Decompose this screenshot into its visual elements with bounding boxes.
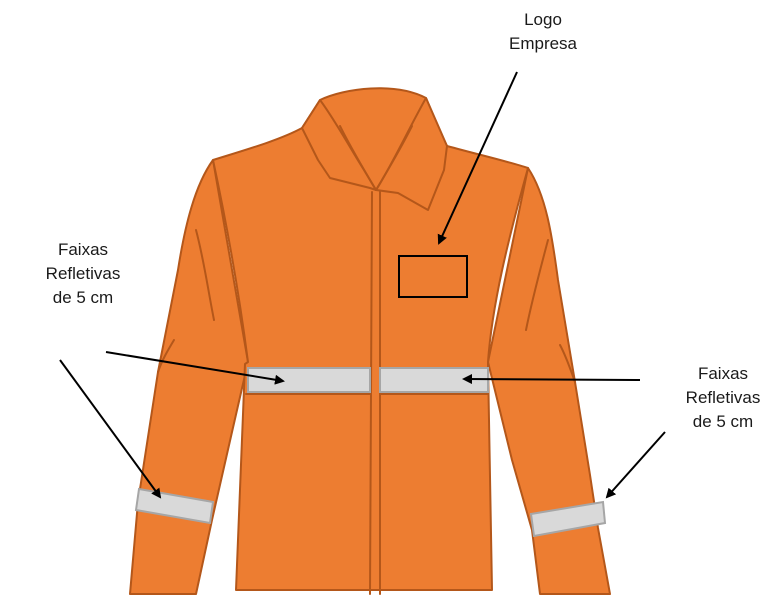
reflective-label-left-line2: Refletivas [28,262,138,286]
reflective-label-right-line2: Refletivas [668,386,778,410]
reflective-label-right-line1: Faixas [668,362,778,386]
logo-label-line1: Logo [488,8,598,32]
arrow-left-cuff [60,360,160,497]
arrow-right-chest [464,379,640,380]
reflective-band-chest-left [248,368,370,392]
logo-label-line2: Empresa [488,32,598,56]
logo-label: Logo Empresa [488,8,598,56]
reflective-label-right: Faixas Refletivas de 5 cm [668,362,778,434]
reflective-label-left-line1: Faixas [28,238,138,262]
reflective-label-left: Faixas Refletivas de 5 cm [28,238,138,310]
reflective-label-right-line3: de 5 cm [668,410,778,434]
reflective-label-left-line3: de 5 cm [28,286,138,310]
arrow-right-cuff [607,432,665,497]
